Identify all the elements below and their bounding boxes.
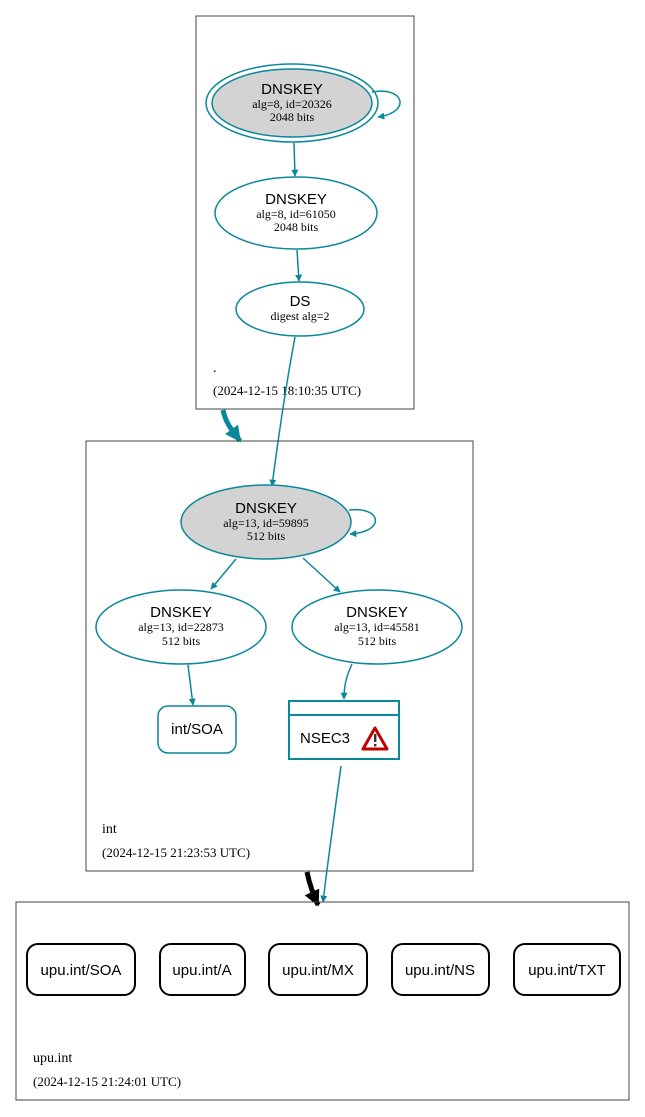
int-zsk2-title: DNSKEY (346, 604, 408, 621)
int-zone-timestamp: (2024-12-15 21:23:53 UTC) (102, 845, 250, 860)
upu-mx-record-node: upu.int/MX (268, 943, 368, 996)
upu-txt-record-node: upu.int/TXT (513, 943, 621, 996)
zone-upu-int-cluster: upu.int/SOA upu.int/A upu.int/MX upu.int… (15, 901, 630, 1101)
upu-record-label: upu.int/A (172, 962, 231, 979)
zone-root-cluster: DNSKEY alg=8, id=20326 2048 bits DNSKEY … (195, 15, 415, 410)
root-zsk-title: DNSKEY (265, 191, 327, 208)
root-zone-name: . (213, 361, 217, 376)
int-zsk1-dnskey-node: DNSKEY alg=13, id=22873 512 bits (95, 589, 267, 665)
upu-record-label: upu.int/NS (405, 962, 475, 979)
upu-record-label: upu.int/MX (282, 962, 354, 979)
root-ds-title: DS (290, 293, 311, 310)
int-zsk2-to-nsec3-edge (340, 663, 353, 700)
int-zsk1-bits: 512 bits (162, 634, 201, 648)
root-ksk-dnskey-node: DNSKEY alg=8, id=20326 2048 bits (205, 63, 379, 143)
root-ds-digest: digest alg=2 (270, 309, 329, 323)
zone-int-cluster: DNSKEY alg=13, id=59895 512 bits DNSKEY … (85, 440, 474, 872)
int-zsk1-alg-id: alg=13, id=22873 (138, 620, 224, 634)
upu-ns-record-node: upu.int/NS (391, 943, 490, 996)
int-zsk1-to-soa-edge (187, 664, 196, 706)
int-ksk-to-zsk1-edge (210, 558, 237, 590)
int-ksk-alg-id: alg=13, id=59895 (223, 516, 309, 530)
upu-soa-record-node: upu.int/SOA (26, 943, 136, 996)
root-ksk-to-zsk-edge (291, 142, 299, 177)
upu-record-label: upu.int/TXT (528, 962, 606, 979)
root-zsk-to-ds-edge (295, 249, 303, 282)
root-zone-timestamp: (2024-12-15 18:10:35 UTC) (213, 383, 361, 398)
root-ksk-bits: 2048 bits (270, 110, 315, 124)
warning-icon (361, 726, 389, 751)
root-ksk-alg-id: alg=8, id=20326 (252, 97, 332, 111)
int-nsec3-node: NSEC3 (288, 700, 400, 760)
int-ksk-self-loop-edge (348, 508, 377, 538)
int-zsk2-dnskey-node: DNSKEY alg=13, id=45581 512 bits (291, 589, 463, 665)
root-zsk-dnskey-node: DNSKEY alg=8, id=61050 2048 bits (214, 176, 378, 250)
root-zsk-bits: 2048 bits (274, 220, 319, 234)
upu-zone-timestamp: (2024-12-15 21:24:01 UTC) (33, 1074, 181, 1089)
int-zsk1-title: DNSKEY (150, 604, 212, 621)
root-ksk-self-loop-edge (371, 90, 401, 120)
int-zone-name: int (102, 822, 117, 837)
int-ksk-dnskey-node: DNSKEY alg=13, id=59895 512 bits (180, 484, 352, 560)
delegation-root-to-int-edge (220, 409, 243, 443)
int-zsk2-alg-id: alg=13, id=45581 (334, 620, 420, 634)
int-soa-record-node: int/SOA (157, 705, 237, 754)
int-soa-label: int/SOA (171, 721, 223, 738)
int-zsk2-bits: 512 bits (358, 634, 397, 648)
int-ksk-bits: 512 bits (247, 529, 286, 543)
upu-record-label: upu.int/SOA (41, 962, 122, 979)
int-ksk-to-zsk2-edge (302, 557, 341, 593)
root-ds-node: DS digest alg=2 (235, 281, 365, 337)
int-nsec3-label: NSEC3 (300, 730, 350, 747)
delegation-int-to-upu-edge (304, 871, 321, 907)
upu-a-record-node: upu.int/A (159, 943, 246, 996)
root-ksk-title: DNSKEY (261, 81, 323, 98)
int-ksk-title: DNSKEY (235, 500, 297, 517)
ds-to-int-ksk-edge (269, 336, 296, 487)
upu-zone-name: upu.int (33, 1051, 72, 1066)
nsec3-to-upu-edge (320, 765, 342, 903)
root-zsk-alg-id: alg=8, id=61050 (256, 207, 336, 221)
